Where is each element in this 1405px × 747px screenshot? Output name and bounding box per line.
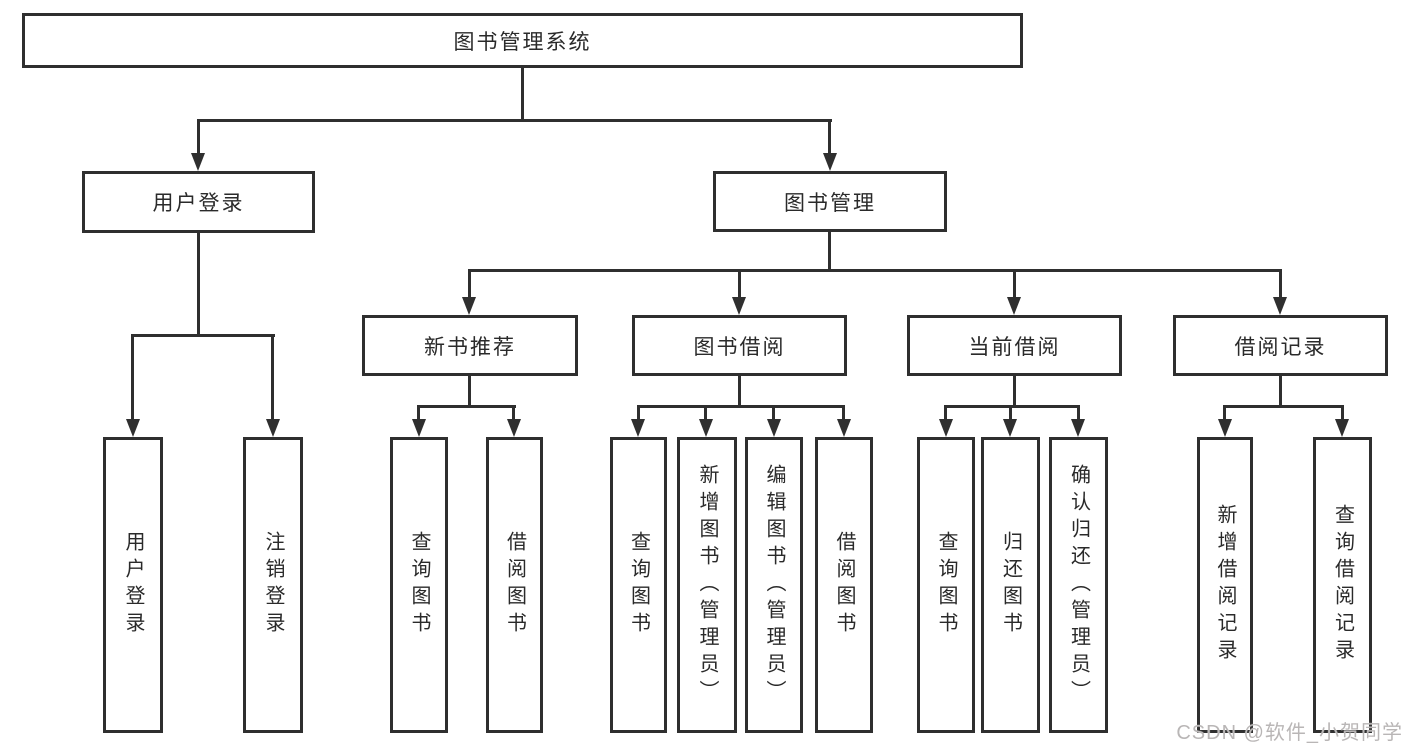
- node-book-borrowing: 图书借阅: [632, 315, 847, 376]
- arrow-down-icon: [823, 153, 837, 171]
- leaf-current-confirm-return-admin: 确认归还（管理员）: [1049, 437, 1108, 733]
- connector-line: [1279, 376, 1282, 407]
- leaf-user-login: 用户登录: [103, 437, 163, 733]
- node-new-book-recommendation: 新书推荐: [362, 315, 578, 376]
- connector-line: [417, 405, 420, 421]
- node-label: 新增借阅记录: [1214, 504, 1236, 666]
- node-label: 查询图书: [935, 531, 957, 639]
- node-user-login: 用户登录: [82, 171, 315, 233]
- connector-line: [1009, 405, 1012, 421]
- leaf-borrowing-query-books: 查询图书: [610, 437, 667, 733]
- connector-line: [772, 405, 775, 421]
- arrow-down-icon: [1071, 419, 1085, 437]
- arrow-down-icon: [837, 419, 851, 437]
- connector-line: [738, 269, 741, 299]
- leaf-recommend-query-books: 查询图书: [390, 437, 448, 733]
- arrow-down-icon: [1273, 297, 1287, 315]
- node-current-borrowing: 当前借阅: [907, 315, 1122, 376]
- node-label: 借阅记录: [1234, 335, 1327, 359]
- node-label: 新增图书（管理员）: [696, 463, 718, 707]
- arrow-down-icon: [266, 419, 280, 437]
- node-label: 图书管理: [784, 191, 876, 215]
- arrow-down-icon: [462, 297, 476, 315]
- connector-line: [738, 376, 741, 407]
- leaf-records-query-borrow-record: 查询借阅记录: [1313, 437, 1372, 733]
- connector-line: [828, 232, 831, 271]
- connector-line: [197, 233, 200, 336]
- node-book-management: 图书管理: [713, 171, 947, 232]
- arrow-down-icon: [767, 419, 781, 437]
- node-label: 确认归还（管理员）: [1067, 463, 1090, 707]
- node-label: 注销登录: [262, 531, 284, 639]
- connector-line: [131, 334, 275, 337]
- leaf-borrowing-borrow-books: 借阅图书: [815, 437, 873, 733]
- arrow-down-icon: [1335, 419, 1349, 437]
- node-label: 借阅图书: [833, 531, 855, 639]
- connector-line: [417, 405, 516, 408]
- leaf-records-add-borrow-record: 新增借阅记录: [1197, 437, 1253, 733]
- node-label: 用户登录: [152, 192, 245, 215]
- node-label: 当前借阅: [968, 335, 1061, 359]
- connector-line: [1341, 405, 1344, 421]
- arrow-down-icon: [939, 419, 953, 437]
- arrow-down-icon: [412, 419, 426, 437]
- arrow-down-icon: [631, 419, 645, 437]
- node-label: 图书管理系统: [453, 30, 592, 54]
- connector-line: [1279, 269, 1282, 299]
- connector-line: [637, 405, 845, 408]
- node-label: 借阅图书: [503, 531, 526, 639]
- connector-line: [704, 405, 707, 421]
- connector-line: [1013, 376, 1016, 407]
- arrow-down-icon: [507, 419, 521, 437]
- node-label: 归还图书: [999, 531, 1022, 639]
- connector-line: [842, 405, 845, 421]
- node-root-library-management-system: 图书管理系统: [22, 13, 1023, 68]
- arrow-down-icon: [1007, 297, 1021, 315]
- arrow-down-icon: [1218, 419, 1232, 437]
- connector-line: [468, 269, 1282, 272]
- connector-line: [468, 269, 471, 299]
- connector-line: [468, 376, 471, 407]
- arrow-down-icon: [126, 419, 140, 437]
- connector-line: [1013, 269, 1016, 299]
- node-label: 查询图书: [627, 531, 650, 639]
- node-label: 用户登录: [122, 531, 144, 639]
- connector-line: [1223, 405, 1344, 408]
- leaf-logout-login: 注销登录: [243, 437, 303, 733]
- node-label: 查询图书: [408, 531, 430, 639]
- connector-line: [512, 405, 515, 421]
- node-label: 查询借阅记录: [1331, 504, 1354, 666]
- connector-line: [197, 119, 200, 157]
- leaf-current-return-books: 归还图书: [981, 437, 1040, 733]
- csdn-watermark: CSDN @软件_小贺同学: [1176, 722, 1403, 744]
- connector-line: [944, 405, 1080, 408]
- connector-line: [1077, 405, 1080, 421]
- node-label: 编辑图书（管理员）: [763, 463, 785, 707]
- connector-line: [637, 405, 640, 421]
- arrow-down-icon: [732, 297, 746, 315]
- connector-line: [131, 334, 134, 419]
- node-label: 图书借阅: [693, 335, 786, 359]
- connector-line: [197, 119, 832, 122]
- arrow-down-icon: [1003, 419, 1017, 437]
- connector-line: [944, 405, 947, 421]
- arrow-down-icon: [191, 153, 205, 171]
- leaf-current-query-books: 查询图书: [917, 437, 975, 733]
- connector-line: [521, 68, 524, 121]
- arrow-down-icon: [699, 419, 713, 437]
- connector-line: [828, 119, 831, 157]
- leaf-borrowing-add-books-admin: 新增图书（管理员）: [677, 437, 737, 733]
- leaf-recommend-borrow-books: 借阅图书: [486, 437, 543, 733]
- node-label: 新书推荐: [424, 335, 516, 359]
- connector-line: [271, 334, 274, 419]
- node-borrowing-records: 借阅记录: [1173, 315, 1388, 376]
- leaf-borrowing-edit-books-admin: 编辑图书（管理员）: [745, 437, 803, 733]
- connector-line: [1223, 405, 1226, 421]
